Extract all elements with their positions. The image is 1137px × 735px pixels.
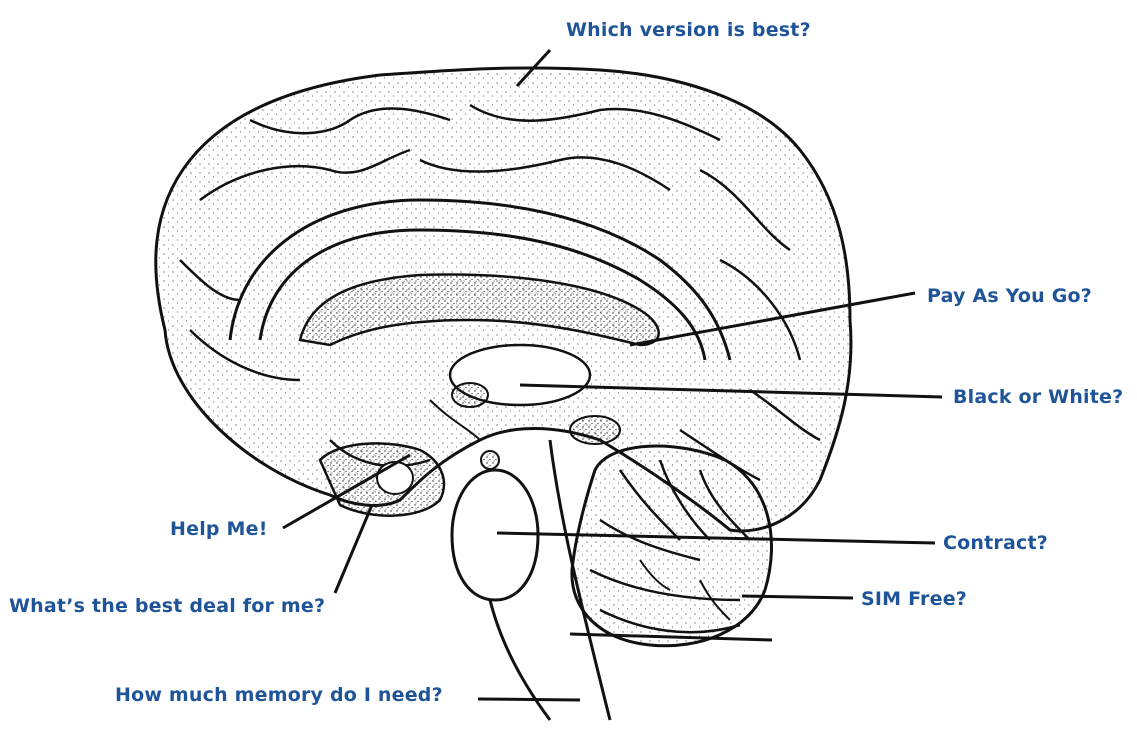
leader-sim-free	[741, 594, 854, 600]
leader-payg	[629, 291, 916, 347]
thalamus	[429, 343, 621, 445]
label-black-or-white: Black or White?	[953, 386, 1124, 408]
leader-deal	[333, 504, 374, 594]
label-sim-free: SIM Free?	[861, 588, 968, 610]
corpus-callosum	[298, 273, 660, 347]
label-memory: How much memory do I need?	[115, 684, 443, 706]
label-which-version: Which version is best?	[566, 19, 811, 41]
label-help-me: Help Me!	[170, 518, 268, 540]
leader-version	[515, 48, 552, 88]
leader-lines	[282, 48, 943, 702]
label-contract: Contract?	[943, 532, 1048, 554]
leader-help	[282, 453, 411, 530]
label-pay-as-you-go: Pay As You Go?	[927, 285, 1092, 307]
leader-memory	[477, 697, 581, 702]
leader-black-white	[519, 383, 943, 399]
leader-extra	[569, 632, 773, 642]
cerebellum	[570, 444, 773, 648]
temporal-lobe	[318, 442, 446, 517]
label-best-deal: What’s the best deal for me?	[9, 595, 326, 617]
leader-contract	[496, 531, 936, 545]
